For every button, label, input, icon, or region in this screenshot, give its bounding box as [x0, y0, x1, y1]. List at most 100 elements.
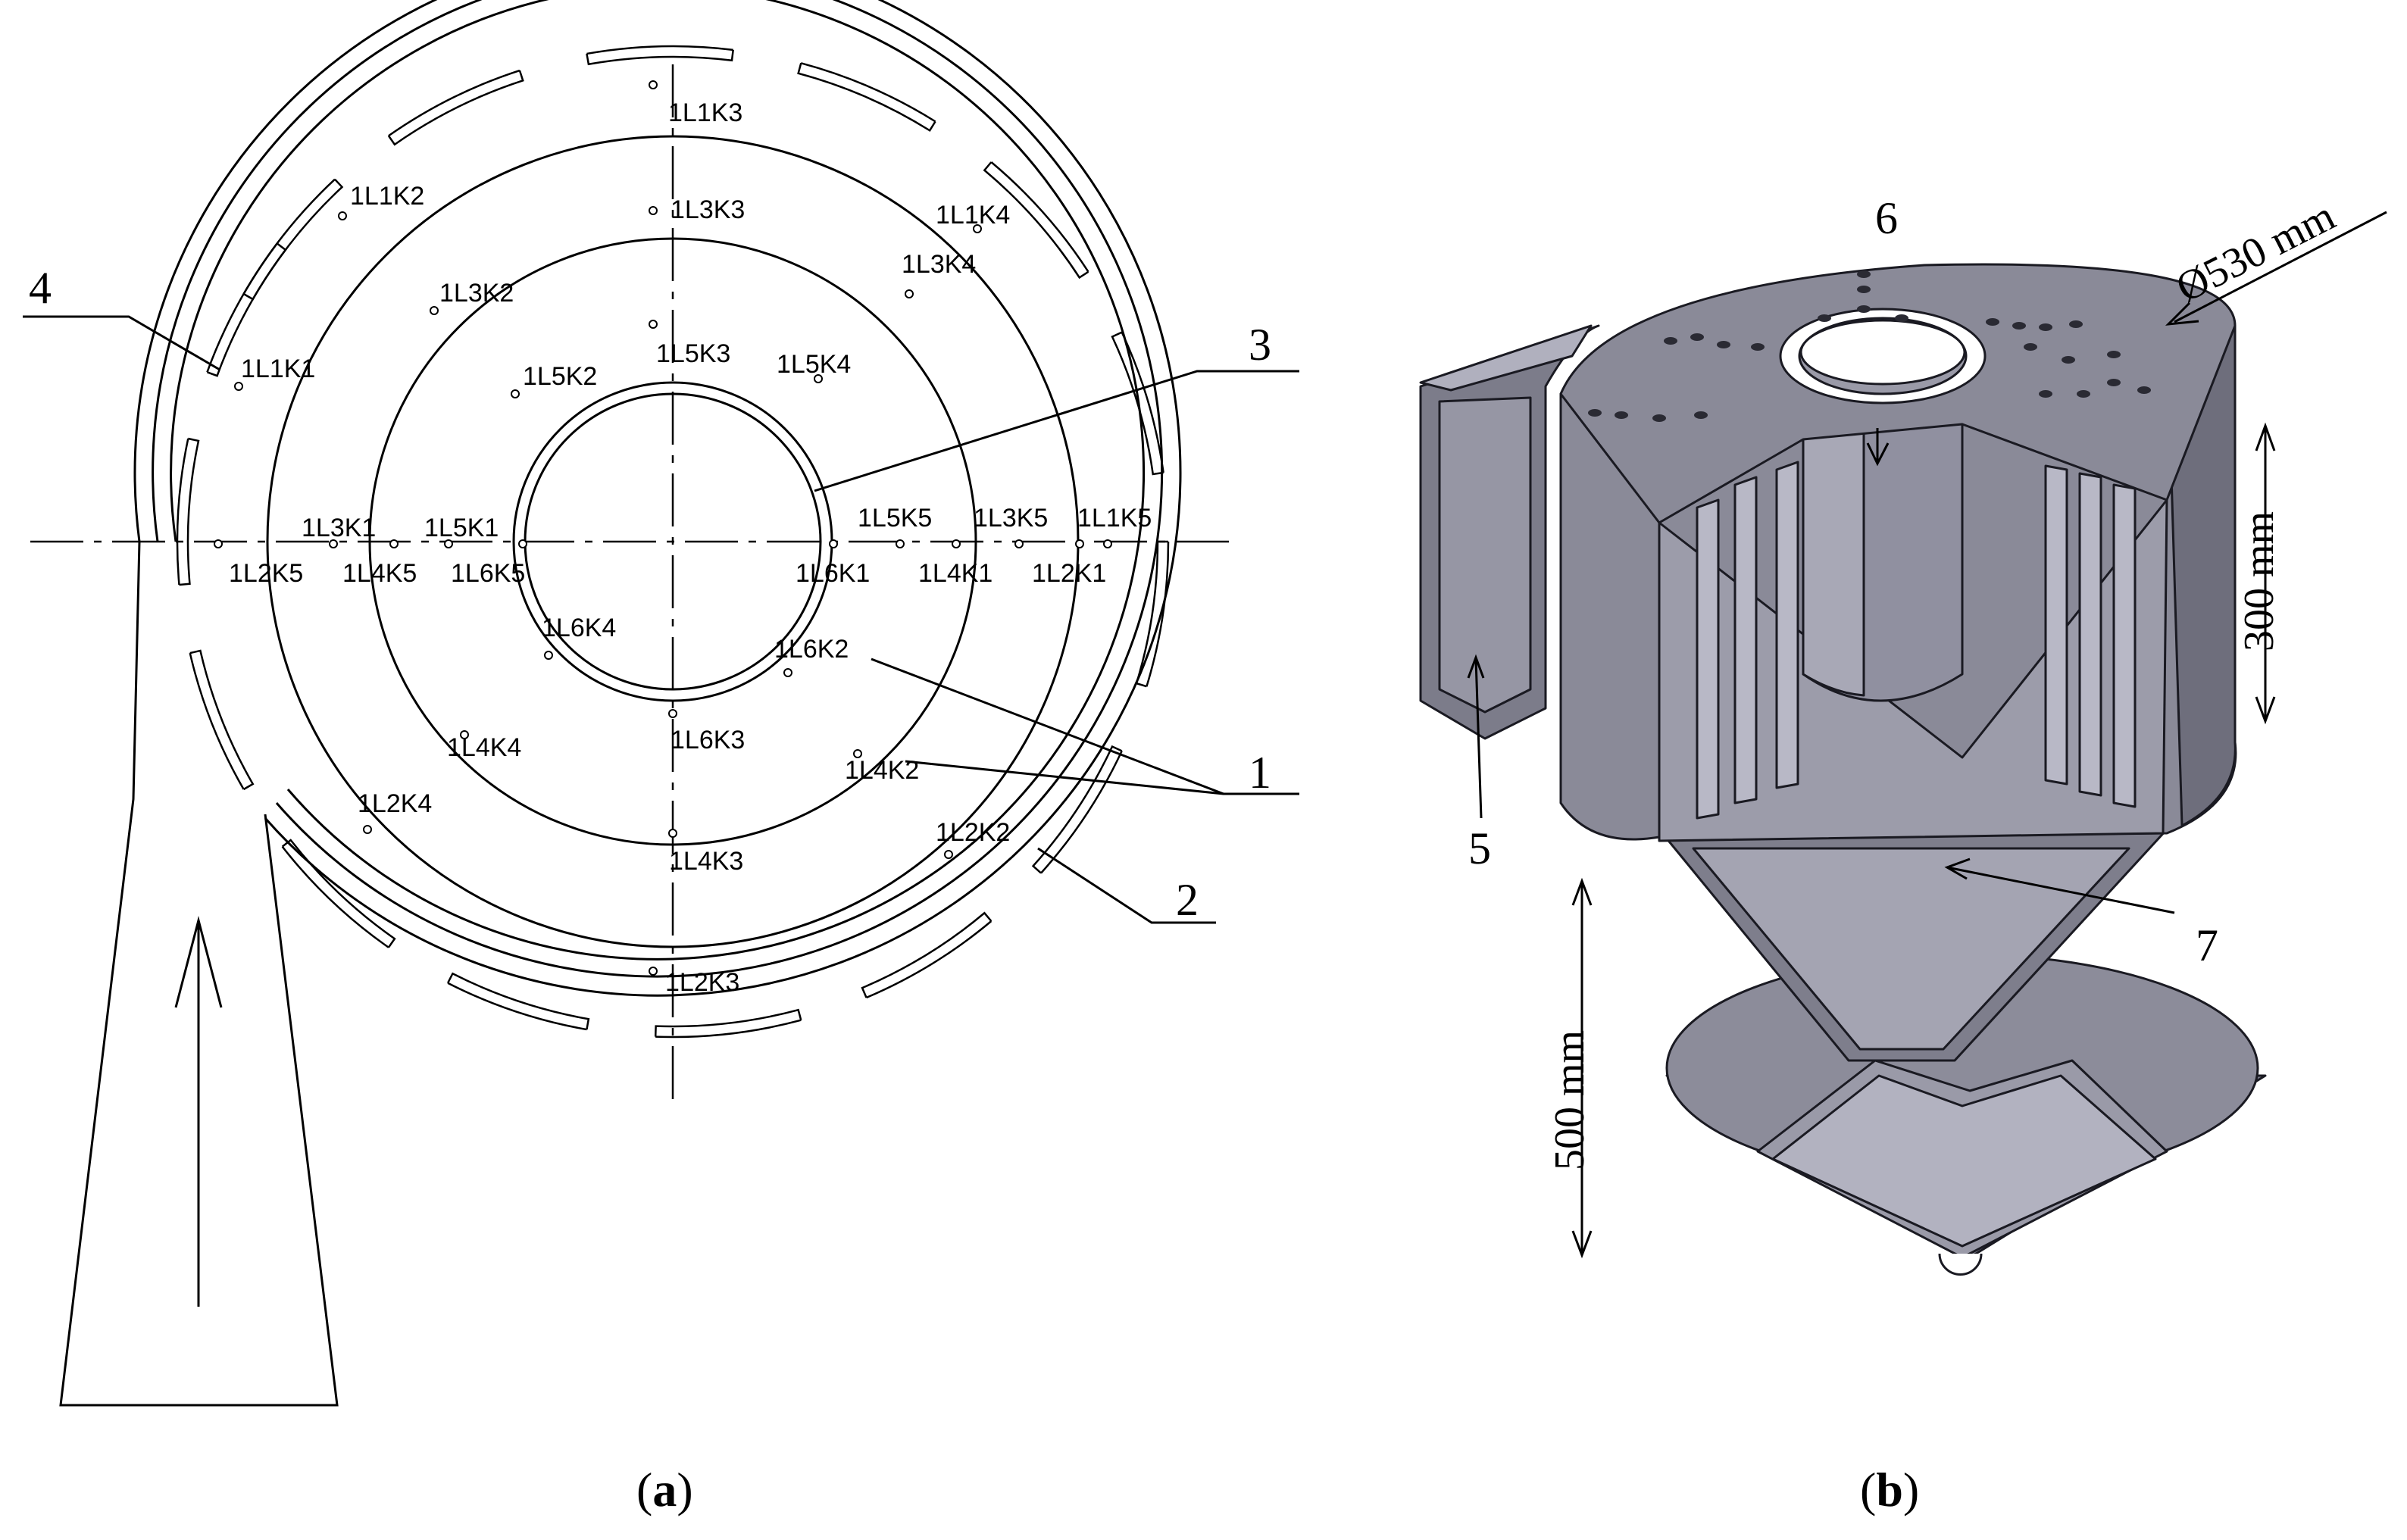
casing-slot-inner — [207, 242, 287, 377]
casing-slot — [866, 920, 992, 999]
lid-hole — [2069, 320, 2083, 328]
casing-slots — [176, 45, 1170, 1039]
point-marker-1l6k2 — [783, 668, 792, 677]
point-label-1l4k4: 1L4K4 — [447, 733, 521, 762]
casing-slot — [176, 438, 189, 586]
point-marker-1l4k1 — [952, 539, 961, 548]
point-marker-1l3k4 — [905, 289, 914, 298]
casing-slot-inner — [387, 70, 524, 146]
casing-outer-ring — [133, 0, 1182, 997]
lid-hole — [2107, 351, 2121, 358]
callout-3: 3 — [1249, 320, 1271, 370]
point-label-1l6k4: 1L6K4 — [542, 614, 616, 642]
lid-hole — [1717, 341, 1730, 348]
point-marker-1l4k2 — [853, 749, 862, 758]
dim-300-arrow-top — [2255, 422, 2276, 451]
leader-4 — [23, 315, 220, 371]
point-marker-1l6k1 — [829, 539, 838, 548]
lid-hole — [1664, 337, 1677, 345]
outlet-pipe-shade — [1802, 355, 1865, 697]
point-marker-1l2k2 — [944, 850, 953, 859]
lid-hole — [1690, 333, 1704, 341]
dim-500-arrow-top — [1571, 877, 1593, 906]
point-label-1l6k5: 1L6K5 — [451, 559, 525, 588]
lid-hole — [1615, 411, 1628, 419]
lid-hole — [2107, 379, 2121, 386]
point-marker-1l5k1 — [444, 539, 453, 548]
point-marker-1l4k4 — [460, 730, 469, 739]
callout-5: 5 — [1468, 823, 1491, 873]
casing-slot — [281, 845, 389, 948]
point-label-1l5k5: 1L5K5 — [858, 504, 932, 533]
inlet-arrow-head — [174, 916, 223, 1008]
point-label-1l1k4: 1L1K4 — [936, 201, 1010, 230]
casing-slot-inner — [1111, 331, 1164, 476]
point-label-1l5k1: 1L5K1 — [424, 514, 499, 542]
point-marker-1l1k5 — [1103, 539, 1112, 548]
leader-7-arrow — [1944, 857, 1971, 880]
point-label-1l6k1: 1L6K1 — [796, 559, 870, 588]
lid-hole — [2039, 390, 2052, 398]
casing-slot-inner — [861, 911, 992, 998]
inlet-box-inner — [1438, 396, 1532, 714]
inlet-box-top — [1419, 324, 1593, 392]
point-marker-1l1k2 — [338, 211, 347, 220]
point-label-1l5k4: 1L5K4 — [777, 350, 851, 379]
point-label-1l6k2: 1L6K2 — [774, 635, 849, 664]
casing-slot-inner — [1031, 745, 1123, 874]
casing-slot-inner — [654, 1008, 802, 1037]
point-marker-1l4k5 — [389, 539, 399, 548]
point-marker-1l4k3 — [668, 829, 677, 838]
casing-slot — [1146, 541, 1170, 687]
point-label-1l4k3: 1L4K3 — [669, 847, 743, 876]
dim-label-300: 300 mm — [2236, 511, 2283, 651]
lid-hole — [2039, 323, 2052, 331]
casing-slot-inner — [242, 178, 344, 301]
casing-slot — [800, 62, 936, 123]
point-marker-1l2k3 — [649, 967, 658, 976]
casing-slot — [1121, 332, 1164, 473]
dim-label-500: 500 mm — [1546, 1030, 1593, 1170]
lower-cone-inner — [1771, 1074, 2157, 1248]
caption-b: (b) — [1860, 1463, 1919, 1517]
leader-2 — [1037, 847, 1216, 924]
point-label-1l3k2: 1L3K2 — [439, 279, 514, 308]
lid-hole — [2137, 386, 2151, 394]
caption-a: (a) — [636, 1463, 693, 1517]
dim-500-arrow-bottom — [1571, 1230, 1593, 1259]
leader-6-arrow — [1866, 442, 1890, 467]
lid-hole — [2012, 322, 2026, 330]
leader-1b — [905, 760, 1224, 795]
dim-label-diameter: Ø530 mm — [2169, 192, 2343, 312]
leader-7 — [1946, 866, 2175, 914]
point-label-1l5k2: 1L5K2 — [523, 362, 597, 391]
lid-hole — [1694, 411, 1708, 419]
vane-left-2 — [1733, 476, 1758, 804]
callout-6: 6 — [1875, 193, 1898, 243]
point-marker-1l3k1 — [329, 539, 338, 548]
point-label-1l1k2: 1L1K2 — [350, 182, 424, 211]
point-label-1l3k5: 1L3K5 — [974, 504, 1048, 533]
point-label-1l6k3: 1L6K3 — [671, 726, 745, 754]
casing-slot-inner — [179, 437, 200, 586]
lid-hole — [1588, 409, 1602, 417]
vane-left-3 — [1775, 461, 1799, 789]
panel-a-plan-drawing — [23, 0, 1299, 1407]
point-marker-1l3k2 — [430, 306, 439, 315]
point-marker-1l2k1 — [1075, 539, 1084, 548]
point-label-1l3k4: 1L3K4 — [902, 250, 976, 279]
dim-300-arrow-bottom — [2255, 696, 2276, 725]
point-marker-1l3k3 — [649, 206, 658, 215]
casing-slot — [655, 1019, 802, 1039]
lid-measurement-holes — [1588, 270, 2151, 422]
casing-ring-3 — [170, 0, 1146, 961]
point-label-1l1k5: 1L1K5 — [1077, 504, 1152, 533]
point-marker-1l1k4 — [973, 224, 982, 233]
outlet-pipe-bore — [1799, 319, 1966, 386]
dim-diameter-arrow — [2165, 301, 2199, 326]
casing-slot-inner — [189, 649, 255, 791]
dimension-lines — [1467, 211, 2387, 1259]
casing-slot-inner — [1135, 540, 1168, 688]
